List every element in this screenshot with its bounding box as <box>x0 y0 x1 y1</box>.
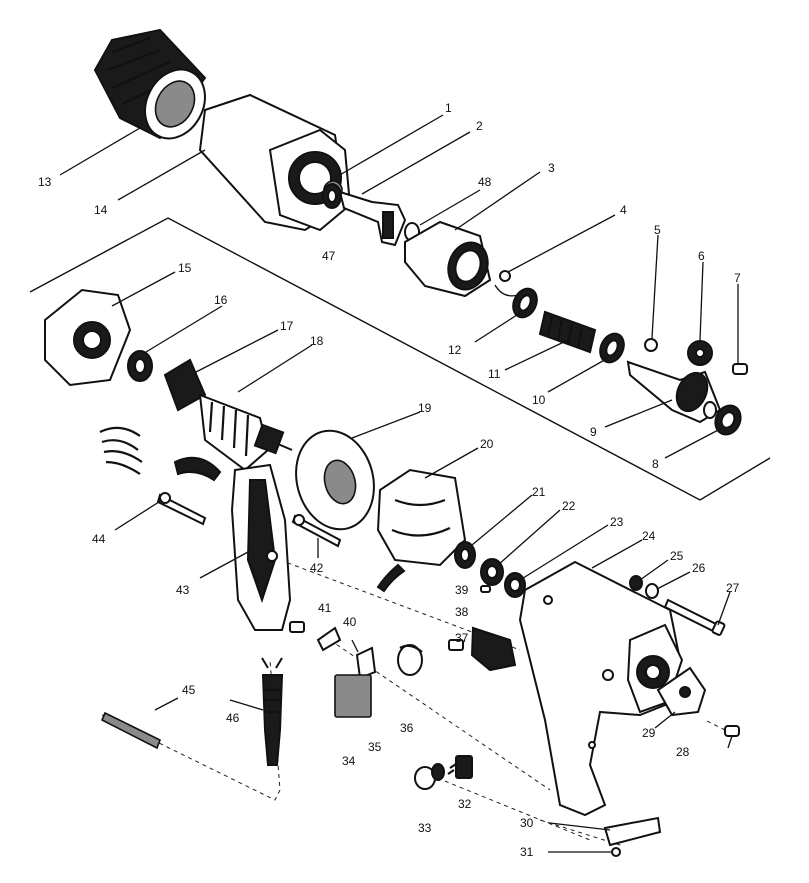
part-23-washer <box>504 572 526 598</box>
part-2-spindle <box>338 190 407 247</box>
label-40: 40 <box>343 615 357 629</box>
part-14-gear-housing <box>198 93 352 232</box>
part-35-carbon-brush <box>355 646 377 680</box>
part-10-washer <box>599 332 625 364</box>
label-37: 37 <box>455 631 469 645</box>
label-31: 31 <box>520 845 534 859</box>
label-48: 48 <box>478 175 492 189</box>
part-38-switch <box>470 626 517 672</box>
label-30: 30 <box>520 816 534 830</box>
part-11-spring <box>538 310 597 354</box>
label-24: 24 <box>642 529 656 543</box>
label-44: 44 <box>92 532 106 546</box>
part-15-inner-cover <box>44 288 132 387</box>
part-34-brush-block <box>334 674 372 718</box>
label-6: 6 <box>698 249 705 263</box>
label-12: 12 <box>448 343 462 357</box>
part-7-pin <box>732 363 748 375</box>
label-32: 32 <box>458 797 472 811</box>
label-9: 9 <box>590 425 597 439</box>
part-13-nose-cover <box>93 28 207 140</box>
part-26-washer <box>645 583 659 599</box>
label-45: 45 <box>182 683 196 697</box>
label-4: 4 <box>620 203 627 217</box>
label-34: 34 <box>342 754 356 768</box>
label-35: 35 <box>368 740 382 754</box>
label-21: 21 <box>532 485 546 499</box>
label-20: 20 <box>480 437 494 451</box>
part-number-labels: 1 2 3 48 4 5 6 7 13 14 47 15 16 17 18 12… <box>38 101 741 859</box>
part-46-cord-guard <box>261 657 284 766</box>
label-39: 39 <box>455 583 469 597</box>
part-22-bearing <box>480 558 504 586</box>
label-33: 33 <box>418 821 432 835</box>
label-16: 16 <box>214 293 228 307</box>
part-32-brush <box>447 755 473 779</box>
part-41-screw <box>289 621 305 633</box>
label-7: 7 <box>734 271 741 285</box>
label-1: 1 <box>445 101 452 115</box>
part-4-retaining-ring <box>494 270 520 297</box>
part-24-housing <box>518 560 684 817</box>
label-28: 28 <box>676 745 690 759</box>
label-23: 23 <box>610 515 624 529</box>
label-43: 43 <box>176 583 190 597</box>
label-2: 2 <box>476 119 483 133</box>
label-41: 41 <box>318 601 332 615</box>
part-40-clamp <box>316 626 342 652</box>
label-29: 29 <box>642 726 656 740</box>
label-11: 11 <box>488 367 501 381</box>
part-33-brush-cap <box>414 763 445 790</box>
part-28-screw <box>724 725 740 737</box>
label-19: 19 <box>418 401 432 415</box>
part-31-rivet <box>611 847 621 857</box>
part-42-screw <box>291 514 342 548</box>
label-14: 14 <box>94 203 108 217</box>
lead-wires <box>99 426 222 482</box>
part-3-hammer-case <box>404 220 492 298</box>
part-47-washer <box>322 183 342 209</box>
label-46: 46 <box>226 711 240 725</box>
label-36: 36 <box>400 721 414 735</box>
part-16-bearing <box>127 350 153 382</box>
part-6-gear <box>687 340 713 366</box>
label-10: 10 <box>532 393 546 407</box>
part-30-nameplate <box>603 816 662 847</box>
assembly-guide-lines <box>101 559 726 850</box>
label-3: 3 <box>548 161 555 175</box>
part-9-carrier <box>626 360 722 424</box>
part-39-pin <box>480 585 491 593</box>
part-25-washer <box>629 575 643 591</box>
label-13: 13 <box>38 175 52 189</box>
part-45-rod <box>100 711 162 750</box>
label-15: 15 <box>178 261 192 275</box>
label-38: 38 <box>455 605 469 619</box>
label-25: 25 <box>670 549 684 563</box>
label-17: 17 <box>280 319 294 333</box>
part-37-screw <box>448 639 464 651</box>
leader-lines <box>59 114 739 853</box>
label-42: 42 <box>310 561 324 575</box>
part-29-plate <box>656 666 707 717</box>
label-47: 47 <box>322 249 336 263</box>
part-8-washer <box>714 404 742 436</box>
subassembly-frame <box>29 217 771 501</box>
part-20-field <box>376 468 467 593</box>
label-26: 26 <box>692 561 706 575</box>
part-43-handle <box>230 463 292 631</box>
part-36-brush-holder <box>397 644 423 676</box>
label-22: 22 <box>562 499 576 513</box>
part-21-bearing <box>454 541 476 569</box>
part-19-baffle <box>295 429 375 531</box>
label-27: 27 <box>726 581 740 595</box>
label-5: 5 <box>654 223 661 237</box>
label-18: 18 <box>310 334 324 348</box>
label-8: 8 <box>652 457 659 471</box>
part-44-screw <box>156 492 207 526</box>
part-18-armature <box>163 358 293 472</box>
part-27-screw <box>663 598 726 636</box>
part-12-washer <box>512 287 538 319</box>
part-5-ball <box>644 338 658 352</box>
